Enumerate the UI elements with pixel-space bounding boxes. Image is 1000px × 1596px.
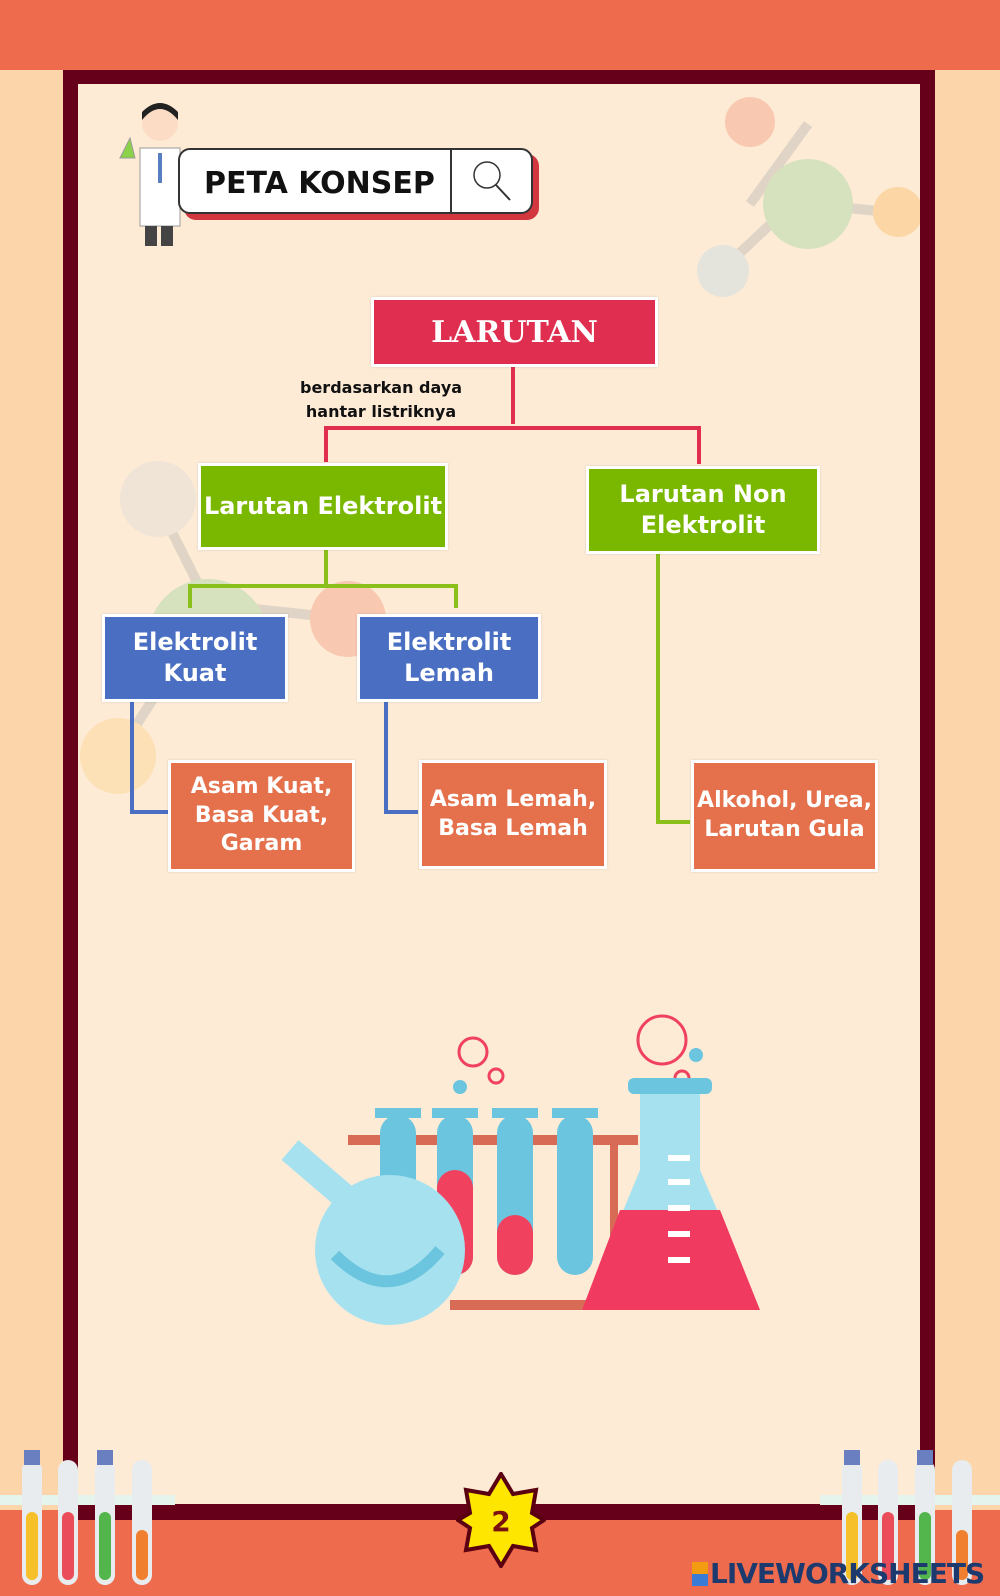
connector [656, 820, 690, 824]
test-tubes-left [0, 1450, 175, 1585]
connector [188, 584, 192, 608]
liveworksheets-logo-icon [692, 1562, 708, 1586]
node-label: Lemah [404, 659, 494, 687]
root-node-larutan: LARUTAN [371, 297, 658, 367]
scientist-illustration [119, 103, 181, 246]
test-tubes-right [820, 1450, 1000, 1585]
node-larutan-elektrolit: Larutan Elektrolit [198, 463, 448, 550]
node-label: Garam [220, 831, 303, 857]
node-label: Elektrolit [386, 627, 512, 656]
title-search-bar [178, 148, 533, 214]
lab-equipment-illustration [281, 1014, 760, 1325]
node-label: Larutan Elektrolit [203, 491, 443, 520]
connector [188, 584, 458, 588]
brand-logo[interactable]: LIVEWORKSHEETS [710, 1557, 985, 1590]
node-label: Larutan Non [619, 479, 787, 508]
node-label: Elektrolit [640, 511, 766, 539]
page-number: 2 [491, 1505, 511, 1538]
connector [130, 810, 170, 814]
node-label: Basa Lemah [438, 815, 588, 841]
top-band [0, 0, 1000, 70]
connector [511, 360, 515, 424]
node-label: Asam Lemah, [429, 786, 597, 812]
root-label: LARUTAN [431, 314, 598, 350]
page-number-star-badge [456, 1472, 546, 1568]
connector [697, 426, 701, 464]
relation-label-line: berdasarkan daya [300, 378, 463, 397]
node-label: Asam Kuat, [190, 774, 333, 800]
relation-label-line: hantar listriknya [305, 402, 457, 421]
magnifier-icon [473, 161, 511, 201]
node-label: Kuat [163, 659, 227, 687]
node-label: Alkohol, Urea, [697, 788, 872, 814]
connector [324, 426, 701, 430]
node-label: Basa Kuat, [194, 802, 329, 828]
connector [130, 688, 134, 814]
node-strong-examples: Asam Kuat,Basa Kuat, Garam [168, 760, 355, 872]
node-weak-examples: Asam Lemah, Basa Lemah [419, 760, 607, 869]
connector [384, 688, 388, 814]
search-divider [450, 150, 452, 212]
node-label: Larutan Gula [704, 817, 865, 842]
node-label: Elektrolit [132, 627, 258, 656]
page-title: PETA KONSEP [204, 166, 435, 201]
connector [324, 426, 328, 462]
connector [324, 540, 328, 586]
relation-label: berdasarkan daya hantar listriknya [300, 376, 462, 424]
connector [454, 584, 458, 608]
connector [656, 542, 660, 824]
connector [384, 810, 418, 814]
node-non-examples: Alkohol, Urea, Larutan Gula [691, 760, 878, 872]
